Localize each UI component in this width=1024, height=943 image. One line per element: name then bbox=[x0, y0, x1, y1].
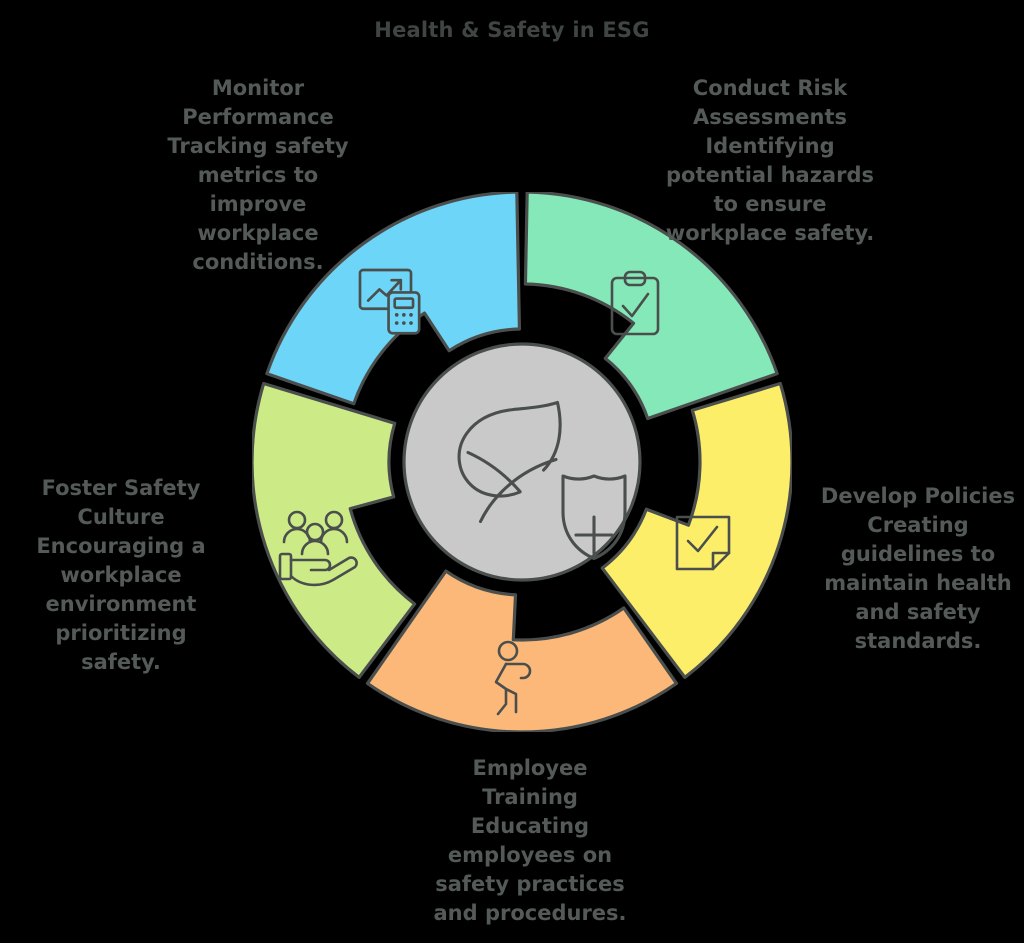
node-description-monitor: Tracking safety metrics to improve workp… bbox=[167, 134, 349, 274]
center-circle bbox=[402, 342, 642, 582]
node-title-risk: Conduct Risk Assessments bbox=[692, 76, 848, 129]
node-title-monitor: Monitor Performance bbox=[182, 76, 334, 129]
segments-group bbox=[252, 192, 792, 732]
note-check-icon bbox=[675, 515, 731, 571]
node-title-policies: Develop Policies bbox=[820, 484, 1016, 508]
node-label-culture: Foster Safety Culture Encouraging a work… bbox=[12, 474, 230, 677]
node-label-policies: Develop Policies Creating guidelines to … bbox=[812, 482, 1024, 656]
node-label-monitor: Monitor Performance Tracking safety metr… bbox=[152, 74, 364, 277]
center-node bbox=[402, 342, 642, 582]
node-description-policies: Creating guidelines to maintain health a… bbox=[824, 513, 1012, 653]
node-description-training: Educating employees on safety practices … bbox=[433, 814, 627, 925]
clipboard-check-icon bbox=[610, 270, 660, 336]
node-description-risk: Identifying potential hazards to ensure … bbox=[665, 134, 875, 245]
leaf-shield-health-icon bbox=[457, 400, 627, 561]
segment-icons-group bbox=[278, 268, 731, 716]
node-description-culture: Encouraging a workplace environment prio… bbox=[36, 534, 206, 674]
page-title: Health & Safety in ESG bbox=[374, 18, 650, 42]
hand-holding-people-icon bbox=[278, 510, 358, 587]
node-title-training: Employee Training bbox=[472, 756, 588, 809]
segment-risk[interactable] bbox=[523, 192, 779, 421]
chart-calculator-icon bbox=[358, 268, 421, 335]
node-label-risk: Conduct Risk Assessments Identifying pot… bbox=[662, 74, 878, 248]
segment-culture[interactable] bbox=[252, 381, 417, 679]
cycle-diagram bbox=[252, 192, 792, 732]
node-title-culture: Foster Safety Culture bbox=[41, 476, 201, 529]
node-label-training: Employee Training Educating employees on… bbox=[424, 754, 636, 928]
segment-policies[interactable] bbox=[600, 381, 792, 679]
running-person-icon bbox=[494, 640, 532, 716]
cycle-diagram-svg bbox=[252, 192, 792, 732]
segment-training[interactable] bbox=[365, 569, 679, 732]
